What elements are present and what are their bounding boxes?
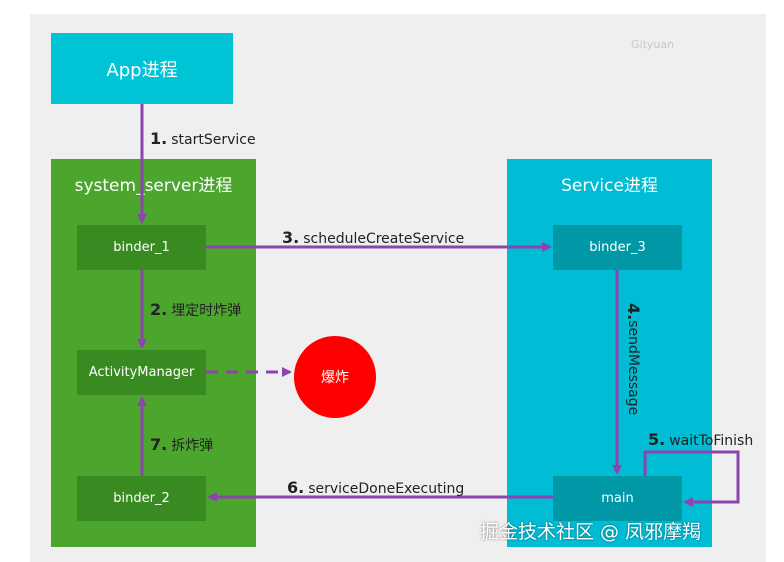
step-5-label: 5.waitToFinish <box>648 430 754 449</box>
main-label: main <box>601 491 634 506</box>
step-2-label: 2.埋定时炸弹 <box>150 300 242 319</box>
explode-label: 爆炸 <box>321 370 349 386</box>
app-process-box: App进程 <box>51 33 233 104</box>
explode-circle: 爆炸 <box>294 336 376 418</box>
binder-2-label: binder_2 <box>113 491 170 506</box>
main-box: main <box>553 476 682 521</box>
binder-2-box: binder_2 <box>77 476 206 521</box>
system-server-title: system_server进程 <box>74 176 233 196</box>
activity-manager-label: ActivityManager <box>88 365 195 380</box>
binder-1-box: binder_1 <box>77 225 206 270</box>
step-7-label: 7.拆炸弹 <box>150 435 214 454</box>
arrow-wait-to-finish <box>643 450 740 507</box>
step-1-label: 1.startService <box>150 129 256 148</box>
step-6-label: 6.serviceDoneExecuting <box>287 478 465 497</box>
binder-3-label: binder_3 <box>589 240 646 255</box>
app-process-label: App进程 <box>106 59 178 81</box>
watermark-juejin: 掘金技术社区 @ 凤邪摩羯 <box>480 521 702 543</box>
watermark-gityuan: Gityuan <box>631 38 675 51</box>
binder-1-label: binder_1 <box>113 240 170 255</box>
activity-manager-box: ActivityManager <box>77 350 206 395</box>
service-process-title: Service进程 <box>561 176 658 196</box>
step-4-label: 4.sendMessage <box>624 303 643 416</box>
step-3-label: 3.scheduleCreateService <box>282 228 465 247</box>
binder-3-box: binder_3 <box>553 225 682 270</box>
